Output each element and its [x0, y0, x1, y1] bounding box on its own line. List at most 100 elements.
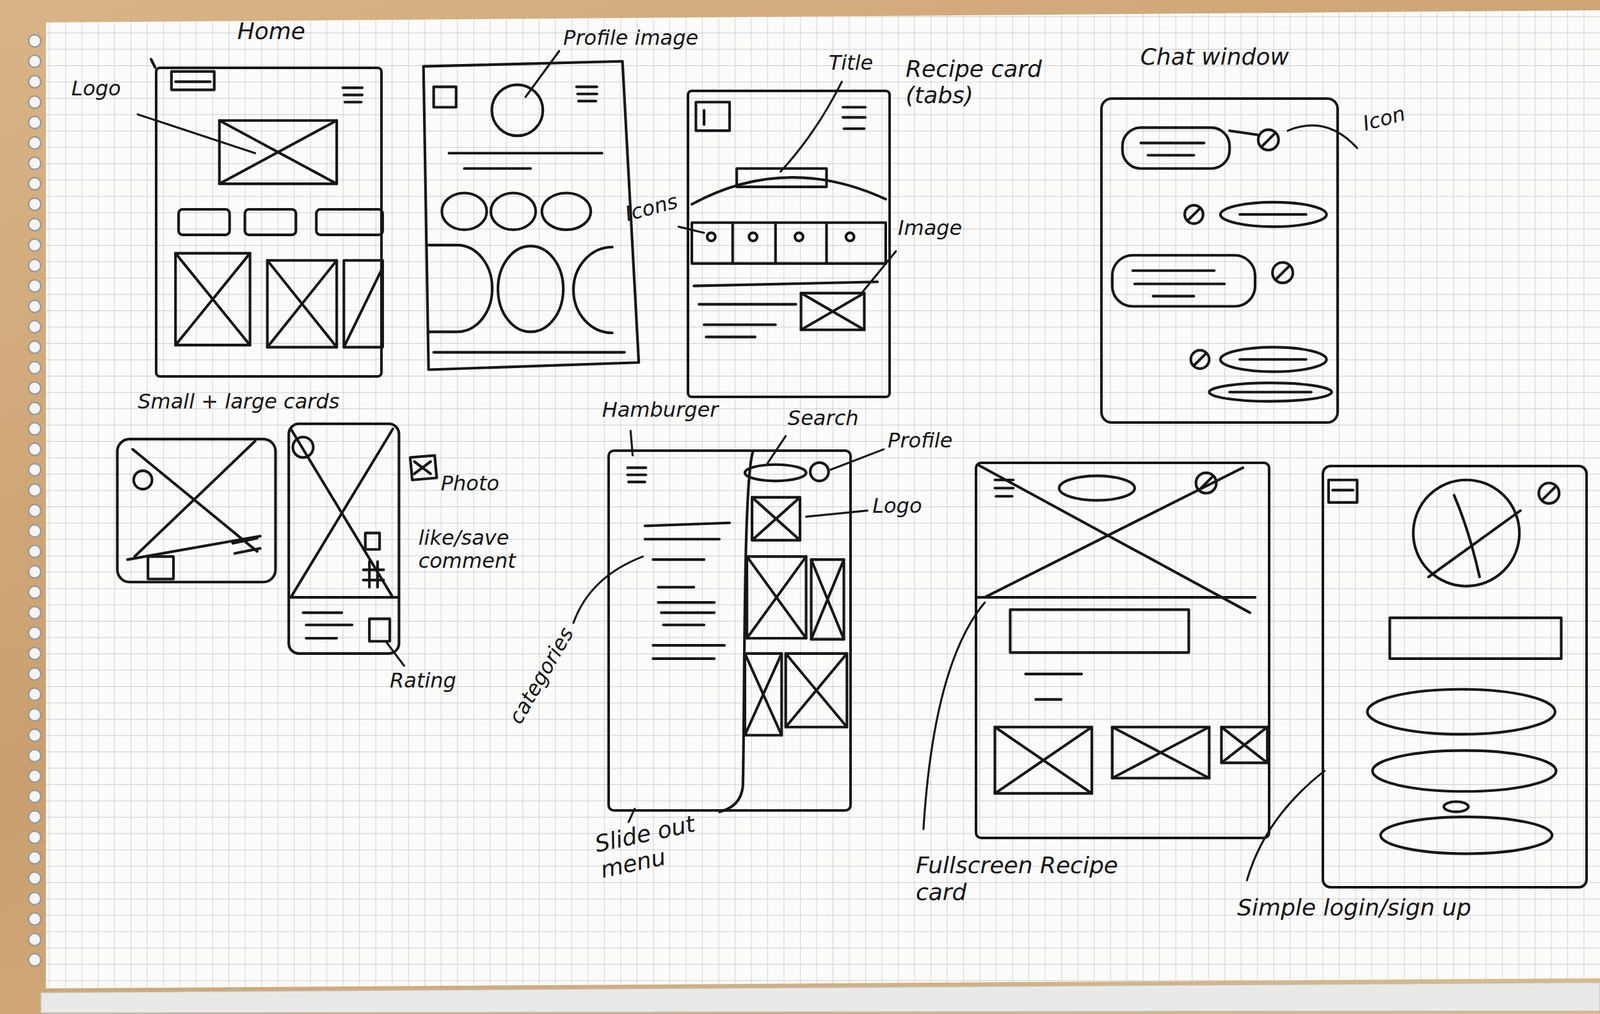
recipe-tabs-contents	[780, 81, 843, 172]
profile-screen	[497, 245, 564, 332]
spiral-holes	[28, 606, 41, 619]
chat-contents	[1229, 130, 1257, 135]
chat-contents	[1112, 125, 1358, 402]
spiral-holes	[28, 361, 41, 374]
paper	[46, 10, 1600, 989]
annotation-label: Icon	[1360, 101, 1408, 136]
chat-contents	[1208, 382, 1332, 402]
slide-menu-contents	[744, 464, 807, 482]
fullscreen-card-contents	[1112, 727, 1209, 779]
paper	[40, 10, 1600, 1013]
recipe-tabs-contents	[707, 232, 716, 242]
spiral-holes	[28, 647, 41, 660]
chat-contents	[1187, 208, 1200, 221]
annotation-label: Rating	[389, 668, 457, 693]
chat-contents	[1191, 350, 1210, 369]
slide-menu-contents	[752, 497, 800, 541]
slide-menu-contents	[830, 449, 884, 470]
frame-heading: Simple login/sign up	[1237, 894, 1472, 921]
annotation-label: Photo	[440, 471, 500, 496]
login-contents	[1538, 483, 1560, 504]
spiral-holes	[28, 830, 41, 843]
spiral-holes	[28, 55, 41, 68]
cards-sketch	[385, 641, 405, 666]
spiral-holes	[28, 708, 41, 721]
annotation-label: Title	[828, 51, 874, 75]
home-contents	[267, 260, 337, 348]
profile-screen	[441, 192, 487, 230]
recipe-tabs-contents	[846, 232, 855, 242]
slide-menu-contents	[744, 653, 782, 736]
slide-menu-contents	[811, 559, 845, 639]
slide-menu-contents	[810, 462, 829, 482]
recipe-tabs-contents	[801, 293, 865, 330]
cards-sketch	[369, 618, 390, 642]
spiral-holes	[28, 279, 41, 292]
home-contents	[219, 120, 337, 184]
spiral-holes	[28, 933, 41, 946]
recipe-tabs-contents	[691, 222, 886, 264]
profile-screen	[423, 51, 639, 370]
chat-contents	[1258, 129, 1279, 151]
profile-screen	[433, 350, 625, 354]
recipe-tabs-contents	[702, 110, 706, 125]
slide-menu-contents	[746, 556, 806, 639]
chat-contents	[1272, 262, 1293, 283]
fullscreen-card-contents	[1112, 727, 1209, 779]
chat-contents	[1141, 142, 1205, 155]
login-contents	[1246, 480, 1561, 880]
annotation-label: Profile	[887, 428, 953, 453]
slide-menu-contents	[752, 497, 800, 541]
login-contents	[1380, 816, 1552, 854]
home-contents	[343, 260, 383, 348]
cards-sketch	[365, 533, 380, 550]
wireframe-screen: Fullscreen Recipe card	[974, 461, 1271, 840]
home-contents	[267, 260, 337, 348]
spiral-holes	[28, 790, 41, 803]
fullscreen-card-contents	[1059, 475, 1135, 500]
cards-sketch	[147, 556, 174, 579]
spiral-holes	[28, 728, 41, 742]
spiral-holes	[28, 341, 41, 354]
wireframe-screen: Recipe card (tabs)	[686, 89, 891, 399]
fullscreen-card-contents	[1221, 727, 1268, 763]
chat-contents	[1184, 205, 1204, 224]
chat-contents	[1132, 270, 1225, 297]
cards-sketch	[133, 470, 153, 489]
spiral-holes	[28, 871, 41, 884]
annotation-label: like/save comment	[418, 526, 544, 574]
annotation-label: Search	[787, 406, 859, 431]
login-contents	[1541, 485, 1556, 500]
spiral-holes	[28, 586, 41, 599]
fullscreen-card-contents	[977, 464, 1256, 613]
login-contents	[1443, 801, 1469, 812]
cards-sketch	[127, 440, 260, 560]
profile-screen	[542, 192, 592, 230]
fullscreen-card-contents	[1009, 609, 1189, 653]
spiral-holes	[28, 300, 41, 313]
recipe-tabs-contents	[695, 102, 730, 132]
recipe-tabs-contents	[748, 232, 758, 242]
wireframe-screen: Home	[154, 66, 383, 379]
recipe-tabs-contents	[732, 222, 827, 264]
wireframe-screen: Slide out menu	[607, 449, 853, 812]
spiral-holes	[28, 320, 41, 333]
spiral-holes	[28, 810, 41, 824]
slide-menu-contents	[811, 559, 845, 639]
cards-sketch	[303, 612, 353, 639]
annotation-label: Small + large cards	[137, 389, 340, 414]
cards-sketch	[288, 428, 399, 598]
spiral-holes	[28, 892, 41, 905]
recipe-tabs-contents	[678, 226, 704, 233]
spiral-holes	[28, 749, 41, 762]
fullscreen-card-contents	[1221, 727, 1268, 763]
spiral-holes	[28, 953, 41, 966]
wireframe-screen: Simple login/sign up	[1321, 464, 1588, 889]
cards-sketch	[117, 423, 437, 666]
annotation-label: Logo	[71, 76, 121, 101]
chat-contents	[1229, 390, 1312, 393]
spiral-holes	[28, 218, 41, 231]
profile-screen	[428, 245, 493, 333]
chat-contents	[1239, 213, 1307, 216]
frame-heading: Fullscreen Recipe card	[915, 851, 1172, 905]
